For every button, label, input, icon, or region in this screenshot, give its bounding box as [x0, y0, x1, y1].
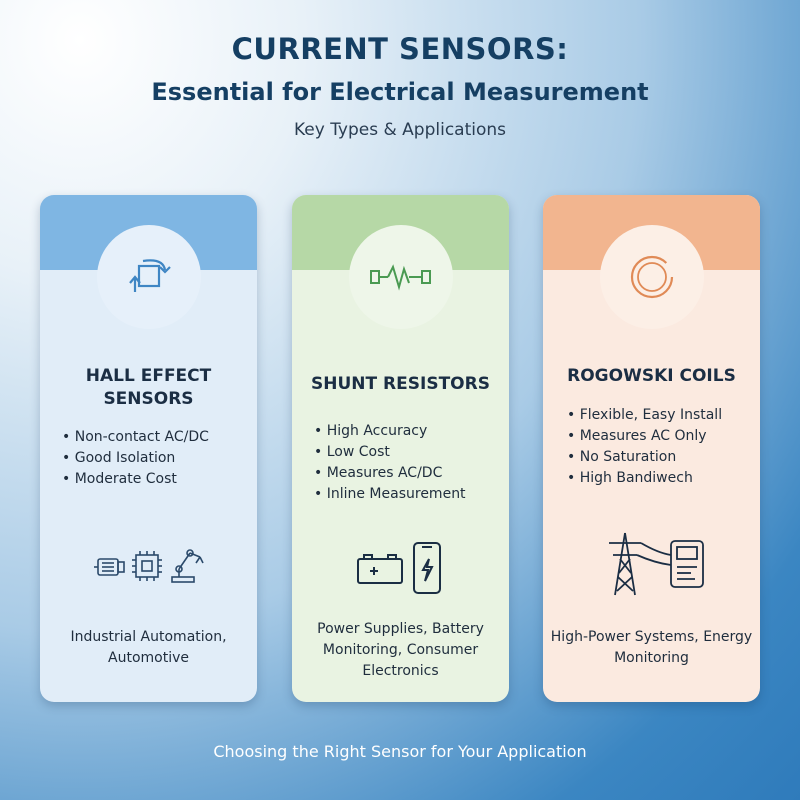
- smartphone-icon: [413, 542, 441, 594]
- chip-icon: [132, 551, 162, 581]
- power-tower-icon: [609, 532, 672, 596]
- footer-text: Choosing the Right Sensor for Your Appli…: [213, 742, 587, 761]
- list-item: Measures AC/DC: [314, 463, 466, 484]
- list-item: Non-contact AC/DC: [62, 427, 209, 448]
- list-item: Moderate Cost: [62, 469, 209, 490]
- list-item: Inline Measurement: [314, 484, 466, 505]
- feature-list: High Accuracy Low Cost Measures AC/DC In…: [314, 421, 466, 505]
- list-item: Flexible, Easy Install: [567, 405, 722, 426]
- page-title: CURRENT SENSORS:: [231, 32, 569, 66]
- energy-meter-icon: [670, 540, 704, 588]
- card-title: HALL EFFECT SENSORS: [85, 366, 212, 409]
- applications-text: High-Power Systems, Energy Monitoring: [550, 629, 753, 666]
- rotate-square-icon: [97, 225, 201, 329]
- application-icons: [40, 535, 257, 595]
- list-item: Measures AC Only: [567, 426, 722, 447]
- robot-arm-icon: [171, 549, 204, 583]
- feature-list: Flexible, Easy Install Measures AC Only …: [567, 405, 722, 489]
- page-tagline: Key Types & Applications: [293, 120, 507, 140]
- motor-icon: [94, 558, 125, 576]
- list-item: No Saturation: [567, 447, 722, 468]
- coil-icon: [600, 225, 704, 329]
- card-hall-effect: HALL EFFECT SENSORS Non-contact AC/DC Go…: [40, 195, 257, 702]
- application-icons: [292, 535, 509, 595]
- card-title: SHUNT RESISTORS: [311, 374, 490, 394]
- feature-list: Non-contact AC/DC Good Isolation Moderat…: [62, 427, 209, 490]
- card-shunt-resistors: SHUNT RESISTORS High Accuracy Low Cost M…: [292, 195, 509, 702]
- list-item: High Accuracy: [314, 421, 466, 442]
- list-item: High Bandiwech: [567, 468, 722, 489]
- page-subtitle: Essential for Electrical Measurement: [151, 78, 649, 106]
- list-item: Low Cost: [314, 442, 466, 463]
- applications-text: Industrial Automation, Automotive: [70, 629, 227, 666]
- card-title: ROGOWSKI COILS: [567, 366, 736, 386]
- battery-icon: [357, 554, 403, 584]
- applications-text: Power Supplies, Battery Monitoring, Cons…: [317, 621, 484, 679]
- card-rogowski-coils: ROGOWSKI COILS Flexible, Easy Install Me…: [543, 195, 760, 702]
- application-icons: [543, 532, 760, 596]
- resistor-icon: [349, 225, 453, 329]
- list-item: Good Isolation: [62, 448, 209, 469]
